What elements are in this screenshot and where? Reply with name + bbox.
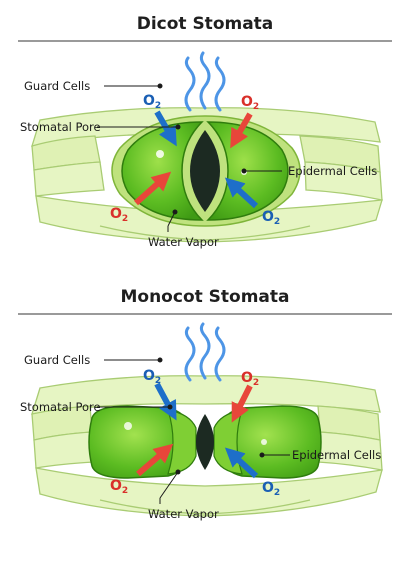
dicot-o2-label-blue-top: O2 (143, 93, 161, 111)
dicot-o2-label-red-bottom: O2 (110, 206, 128, 224)
monocot-stomatal-pore-label: Stomatal Pore (20, 400, 101, 414)
dicot-title-rule (18, 40, 392, 42)
dicot-o2-label-red-top: O2 (241, 94, 259, 112)
dicot-stomatal-pore (190, 130, 220, 212)
dicot-guard-cells-label: Guard Cells (24, 79, 90, 93)
monocot-o2-label-blue-top: O2 (143, 368, 161, 386)
dicot-diagram: O2 O2 O2 O2 Guard Cells Stomatal Pore Ep… (20, 51, 383, 249)
dicot-water-vapor-label: Water Vapor (148, 235, 219, 249)
monocot-o2-label-red-bottom: O2 (110, 478, 128, 496)
dicot-o2-arrow-out-top (230, 112, 253, 149)
monocot-diagram: O2 O2 O2 O2 Guard Cells Stomatal Pore Ep… (20, 322, 383, 521)
monocot-water-vapor-label: Water Vapor (148, 507, 219, 521)
dicot-stomatal-pore-label: Stomatal Pore (20, 120, 101, 134)
monocot-stomatal-pore (196, 414, 214, 470)
dicot-o2-arrow-out-bottom (134, 171, 172, 206)
dicot-epidermal-cells-label: Epidermal Cells (288, 164, 377, 178)
monocot-epidermal-tissue (31, 375, 383, 517)
monocot-o2-arrow-out-top (231, 384, 253, 423)
dicot-o2-arrow-in-bottom (224, 177, 259, 209)
monocot-title: Monocot Stomata (120, 287, 290, 307)
monocot-o2-arrow-in-bottom (224, 447, 259, 479)
monocot-title-rule (18, 313, 392, 315)
monocot-epidermal-cells-label: Epidermal Cells (292, 448, 381, 462)
dicot-o2-label-blue-bottom: O2 (262, 209, 280, 227)
dicot-title: Dicot Stomata (136, 14, 274, 34)
dicot-o2-arrow-in-top (154, 110, 177, 147)
monocot-guard-cells-label: Guard Cells (24, 353, 90, 367)
monocot-o2-label-blue-bottom: O2 (262, 480, 280, 498)
monocot-guard-cell-left (167, 409, 197, 475)
monocot-water-vapor-waves (184, 322, 226, 382)
monocot-o2-arrow-out-bottom (136, 443, 174, 477)
dicot-water-vapor-waves (184, 51, 226, 112)
monocot-o2-label-red-top: O2 (241, 370, 259, 388)
